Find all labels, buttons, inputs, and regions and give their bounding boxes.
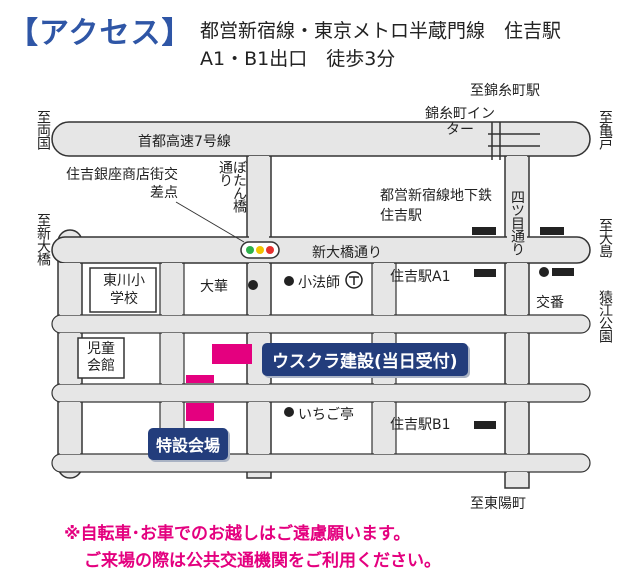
koboshi-label: 小法師	[298, 275, 340, 291]
exit-b1-label: 住吉駅B1	[390, 417, 451, 433]
company-badge: ウスクラ建設(当日受付)	[262, 343, 468, 376]
direction-east: 至亀戸	[597, 110, 613, 149]
road-side-1	[51, 314, 591, 334]
subway-label: 都営新宿線地下鉄住吉駅	[380, 188, 492, 224]
exit-b1-icon	[474, 421, 496, 429]
park-label: 猿江公園	[597, 290, 613, 342]
exit-a1-label: 住吉駅A1	[390, 269, 451, 285]
road-shin-ohashi	[51, 236, 591, 264]
hall-frame	[77, 337, 125, 379]
venue-badge: 特設会場	[148, 428, 229, 460]
koban-box-icon	[552, 268, 574, 276]
company-marker	[212, 344, 252, 364]
crossing-label: 住吉銀座商店街交差点	[66, 167, 178, 201]
direction-south: 至東陽町	[470, 496, 526, 512]
direction-east-2: 至大島	[597, 218, 613, 257]
direction-west-2: 至新大橋	[35, 213, 51, 265]
ichigo-label: いちご亭	[298, 407, 354, 423]
exit-a1-icon	[474, 269, 496, 277]
access-line-2: A1・B1出口 徒歩3分	[200, 48, 396, 70]
interchange-ramps	[488, 122, 540, 160]
crossing-leader	[175, 201, 245, 243]
road-side-2	[51, 383, 591, 403]
page-title: 【アクセス】	[8, 16, 193, 51]
koban-dot	[539, 267, 549, 277]
venue-marker-b	[186, 403, 214, 421]
school-frame	[89, 267, 157, 313]
notice-line-2: ご来場の際は公共交通機関をご利用ください。	[84, 551, 441, 571]
school-label: 東川小学校	[103, 273, 145, 307]
road-expressway	[51, 121, 591, 157]
access-line-1: 都営新宿線・東京メトロ半蔵門線 住吉駅	[200, 20, 562, 42]
venue-marker-a	[186, 375, 214, 383]
koboshi-dot	[284, 276, 294, 286]
hall-label: 児童会館	[87, 341, 115, 374]
road-side-3	[51, 453, 591, 473]
daika-label: 大華	[200, 279, 228, 295]
expressway-label: 首都高速7号線	[138, 134, 231, 150]
daika-dot	[248, 280, 258, 290]
direction-west: 至両国	[35, 110, 51, 149]
koban-label: 交番	[536, 295, 564, 311]
notice-line-1: ※自転車･お車でのお越しはご遠慮願います。	[64, 524, 411, 544]
station-box-east	[540, 227, 564, 235]
ichigo-dot	[284, 407, 294, 417]
direction-north: 至錦糸町駅	[470, 83, 540, 99]
shin-ohashi-label: 新大橋通り	[312, 245, 382, 261]
botan-label: ぼたん橋通り	[217, 160, 247, 212]
station-box-west	[472, 227, 496, 235]
interchange-label: 錦糸町インター	[425, 106, 495, 138]
yotsume-label: 四ツ目通り	[509, 190, 525, 255]
